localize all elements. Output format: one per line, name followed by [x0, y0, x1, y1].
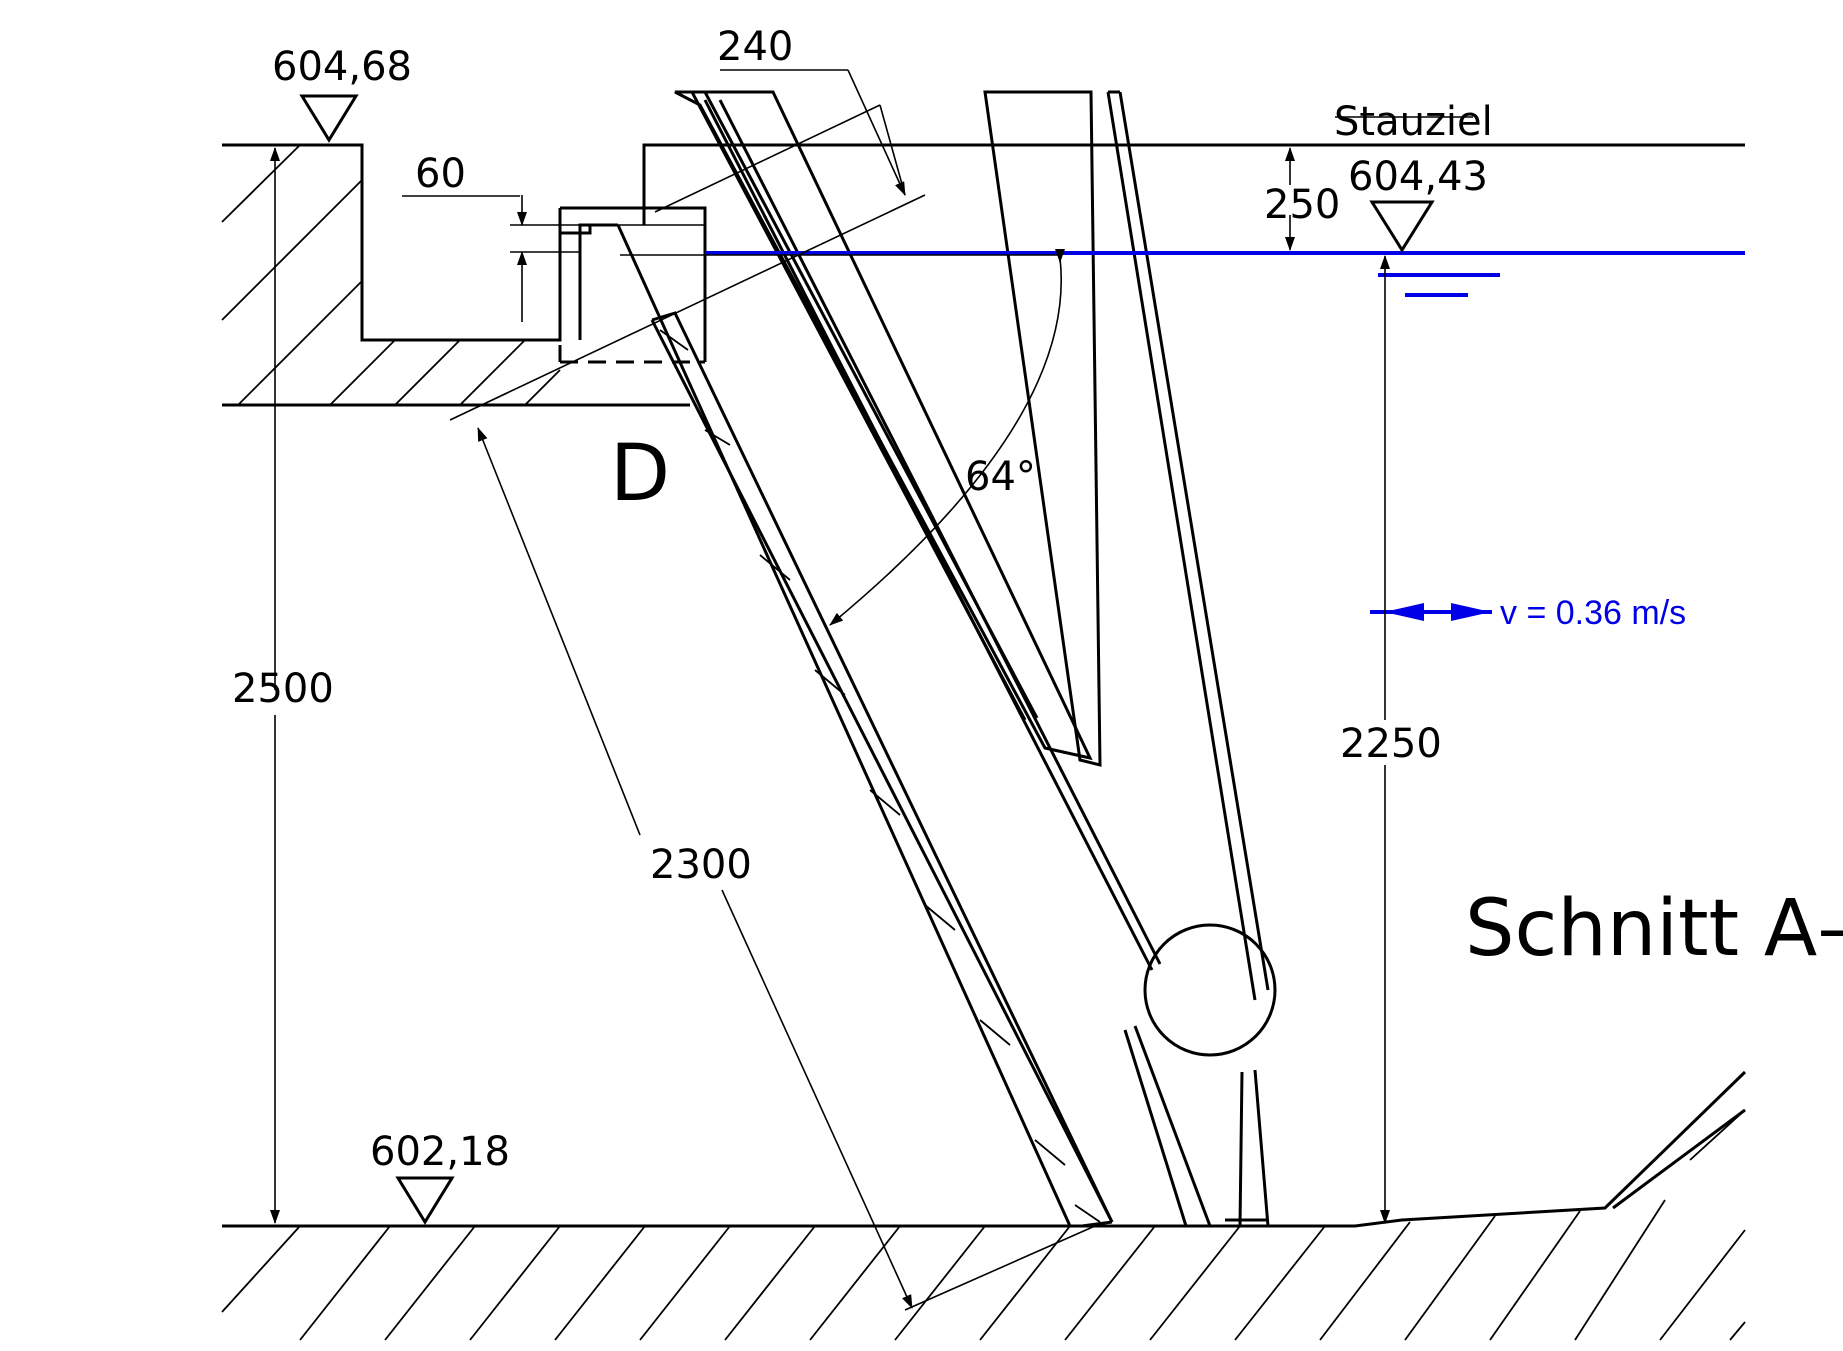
top-wall-hatching: [221, 144, 561, 406]
elevation-bottom-label: 602,18: [370, 1129, 510, 1175]
inclined-screen: [616, 90, 1277, 1228]
dim-2250-label: 2250: [1340, 721, 1442, 767]
dim-60-label: 60: [415, 151, 466, 197]
roller: [1143, 923, 1277, 1057]
dim-240-label: 240: [717, 24, 793, 70]
floor-hatching: [221, 1109, 1746, 1341]
elevation-marker-bottom: [395, 1176, 455, 1225]
elevation-marker-top: [299, 94, 359, 143]
section-title: Schnitt A–A: [1465, 884, 1843, 974]
elevation-marker-water: [1335, 116, 1473, 253]
dim-250-label: 250: [1264, 182, 1340, 228]
dim-2500-label: 2500: [232, 666, 334, 712]
stauziel-label: Stauziel: [1334, 99, 1493, 145]
elevation-water-label: 604,43: [1348, 154, 1488, 200]
dimensions: [270, 69, 1390, 1311]
angle-label: 64°: [965, 454, 1036, 500]
screen-plate-hatching: [659, 329, 1101, 1223]
velocity-label: v = 0.36 m/s: [1500, 594, 1686, 632]
detail-d-label: D: [610, 429, 670, 519]
elevation-top-label: 604,68: [272, 44, 412, 90]
floor: [221, 1070, 1747, 1341]
detail-d-region: [402, 145, 707, 364]
dim-2300-label: 2300: [650, 842, 752, 888]
water-level: [705, 251, 1745, 621]
